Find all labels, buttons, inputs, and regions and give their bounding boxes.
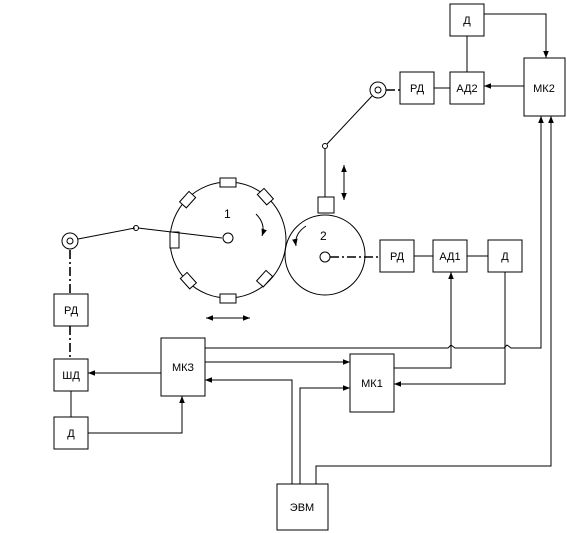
- roller-1: 1: [169, 177, 287, 304]
- roller-2: 2: [284, 196, 366, 296]
- roller-1-label: 1: [224, 207, 231, 221]
- block-rd-left: РД: [53, 293, 89, 327]
- roller-1-pad: [178, 190, 197, 209]
- block-ad1: АД1: [432, 239, 468, 273]
- rotation-arrow-1: [255, 213, 267, 237]
- top-lever: [322, 81, 387, 197]
- roller-1-pad: [219, 177, 237, 188]
- svg-text:АД2: АД2: [456, 83, 477, 95]
- block-mk2: МК2: [523, 57, 566, 117]
- roller-1-pad: [219, 293, 237, 304]
- block-shd: ШД: [53, 358, 89, 392]
- roller-1-pad: [169, 231, 180, 249]
- svg-text:РД: РД: [410, 83, 425, 95]
- block-rd-mid: РД: [379, 239, 415, 273]
- roller-2-hub: [319, 251, 331, 263]
- roller-1-pad: [179, 271, 198, 290]
- svg-text:РД: РД: [390, 251, 405, 263]
- svg-text:Д: Д: [67, 428, 75, 440]
- block-mk3: МКЗ: [160, 337, 206, 397]
- svg-text:ШД: ШД: [62, 370, 80, 382]
- svg-text:МКЗ: МКЗ: [172, 362, 194, 374]
- roller-1-hub: [222, 232, 234, 244]
- roller-1-pad: [256, 187, 275, 206]
- svg-text:МК1: МК1: [361, 378, 383, 390]
- left-lever: [61, 225, 223, 250]
- block-d-mid: Д: [487, 239, 523, 273]
- roller-2-pad: [317, 196, 335, 214]
- svg-text:РД: РД: [64, 305, 79, 317]
- block-ad2: АД2: [449, 71, 485, 105]
- block-d-left: Д: [53, 416, 89, 450]
- block-evm: ЭВМ: [276, 483, 329, 531]
- left-sensor-icon: [61, 232, 79, 250]
- roller-1-pad: [255, 269, 274, 288]
- block-rd-top: РД: [399, 71, 435, 105]
- roller-2-label: 2: [320, 229, 327, 243]
- svg-text:МК2: МК2: [533, 83, 555, 95]
- svg-text:Д: Д: [463, 15, 471, 27]
- block-mk1: МК1: [349, 353, 395, 413]
- top-lever-joint: [322, 143, 328, 149]
- connections: [70, 13, 554, 484]
- block-d-top: Д: [449, 3, 485, 37]
- svg-text:АД1: АД1: [439, 251, 460, 263]
- top-sensor-icon: [369, 81, 387, 99]
- svg-text:Д: Д: [501, 251, 509, 263]
- rotation-arrow-2: [292, 225, 307, 247]
- svg-text:ЭВМ: ЭВМ: [290, 502, 314, 514]
